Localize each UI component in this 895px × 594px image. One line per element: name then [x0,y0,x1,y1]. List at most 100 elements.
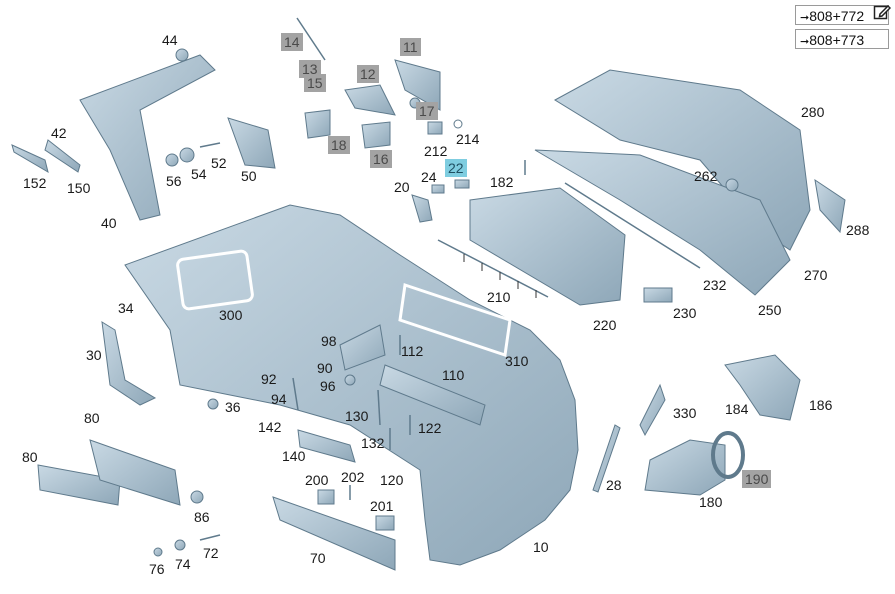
part-152-strip[interactable] [11,144,49,174]
label-90[interactable]: 90 [317,360,333,376]
label-250[interactable]: 250 [758,302,782,318]
part-250-diffuser[interactable] [534,149,791,296]
label-300[interactable]: 300 [219,307,243,323]
part-230-module[interactable] [643,287,673,303]
label-190[interactable]: 190 [742,470,772,488]
part-212-clip[interactable] [427,121,443,135]
part-40-side-bracket[interactable] [79,54,216,221]
label-20[interactable]: 20 [394,179,410,195]
label-17[interactable]: 17 [416,102,438,120]
part-96-clip[interactable] [344,374,356,386]
label-122[interactable]: 122 [418,420,442,436]
label-13[interactable]: 13 [299,60,321,78]
label-56[interactable]: 56 [166,173,182,189]
part-150-strip[interactable] [44,139,81,173]
part-220-carrier[interactable] [469,187,626,306]
label-36[interactable]: 36 [225,399,241,415]
part-54-grommet[interactable] [179,147,195,163]
part-140-bracket[interactable] [297,429,356,463]
label-220[interactable]: 220 [593,317,617,333]
part-110-bracket[interactable] [379,364,486,426]
label-80b[interactable]: 80 [22,449,38,465]
part-12-cover[interactable] [344,84,396,116]
label-262[interactable]: 262 [694,168,718,184]
label-186[interactable]: 186 [809,397,833,413]
label-132[interactable]: 132 [361,435,385,451]
label-44[interactable]: 44 [162,32,178,48]
label-76[interactable]: 76 [149,561,165,577]
part-30-bracket[interactable] [101,321,157,406]
part-14-rod[interactable] [296,17,326,61]
part-190-ring[interactable] [711,431,745,479]
part-262-sensor[interactable] [725,178,739,192]
label-202[interactable]: 202 [341,469,365,485]
label-22[interactable]: 22 [445,159,467,177]
label-80a[interactable]: 80 [84,410,100,426]
label-12[interactable]: 12 [357,65,379,83]
reference-link-808-772[interactable]: ➞808+772 [795,5,889,25]
label-150[interactable]: 150 [67,180,91,196]
label-270[interactable]: 270 [804,267,828,283]
part-50-bracket[interactable] [227,117,276,169]
label-152[interactable]: 152 [23,175,47,191]
label-50[interactable]: 50 [241,168,257,184]
part-330-panel[interactable] [639,383,666,437]
part-52-bolt[interactable] [199,142,221,148]
part-300-grille-insert[interactable] [176,249,254,311]
part-86-grommet[interactable] [190,490,204,504]
label-40[interactable]: 40 [101,215,117,231]
label-120[interactable]: 120 [380,472,404,488]
part-20-flap[interactable] [411,194,433,223]
label-96[interactable]: 96 [320,378,336,394]
part-200-block[interactable] [317,489,335,505]
label-74[interactable]: 74 [175,556,191,572]
label-14[interactable]: 14 [281,33,303,51]
label-42[interactable]: 42 [51,125,67,141]
part-90-bracket[interactable] [339,324,386,371]
part-18-lid[interactable] [304,109,331,139]
label-16[interactable]: 16 [370,150,392,168]
label-330[interactable]: 330 [673,405,697,421]
part-130-bracket[interactable] [377,389,381,426]
label-180[interactable]: 180 [699,494,723,510]
label-142[interactable]: 142 [258,419,282,435]
part-56-grommet[interactable] [165,153,179,167]
label-94[interactable]: 94 [271,391,287,407]
part-210-rod[interactable] [437,239,549,298]
part-44-clip[interactable] [175,48,189,62]
part-16-housing[interactable] [361,121,391,149]
label-200[interactable]: 200 [305,472,329,488]
part-74-clip[interactable] [174,539,186,551]
label-24[interactable]: 24 [421,169,437,185]
label-52[interactable]: 52 [211,155,227,171]
part-80-bracket-right[interactable] [89,439,181,506]
part-11-cover[interactable] [394,59,441,111]
label-72[interactable]: 72 [203,545,219,561]
reference-link-808-773[interactable]: ➞808+773 [795,29,889,49]
part-80-bracket-left[interactable] [37,464,121,506]
label-130[interactable]: 130 [345,408,369,424]
label-70[interactable]: 70 [310,550,326,566]
label-212[interactable]: 212 [424,143,448,159]
label-18[interactable]: 18 [328,136,350,154]
label-86[interactable]: 86 [194,509,210,525]
part-76-clip[interactable] [153,547,163,557]
label-92[interactable]: 92 [261,371,277,387]
label-230[interactable]: 230 [673,305,697,321]
part-180-exhaust-trim[interactable] [644,439,726,496]
edit-pencil-icon[interactable] [873,3,892,21]
part-288-strip[interactable] [814,178,846,234]
label-110[interactable]: 110 [442,367,465,383]
label-280[interactable]: 280 [801,104,825,120]
part-201-block[interactable] [375,515,395,531]
label-30[interactable]: 30 [86,347,102,363]
label-184[interactable]: 184 [725,401,749,417]
label-112[interactable]: 112 [401,343,424,359]
label-54[interactable]: 54 [191,166,207,182]
label-210[interactable]: 210 [487,289,511,305]
part-36-clip[interactable] [207,398,219,410]
label-140[interactable]: 140 [282,448,306,464]
label-10[interactable]: 10 [533,539,549,555]
label-182[interactable]: 182 [490,174,514,190]
label-11[interactable]: 11 [400,38,421,56]
